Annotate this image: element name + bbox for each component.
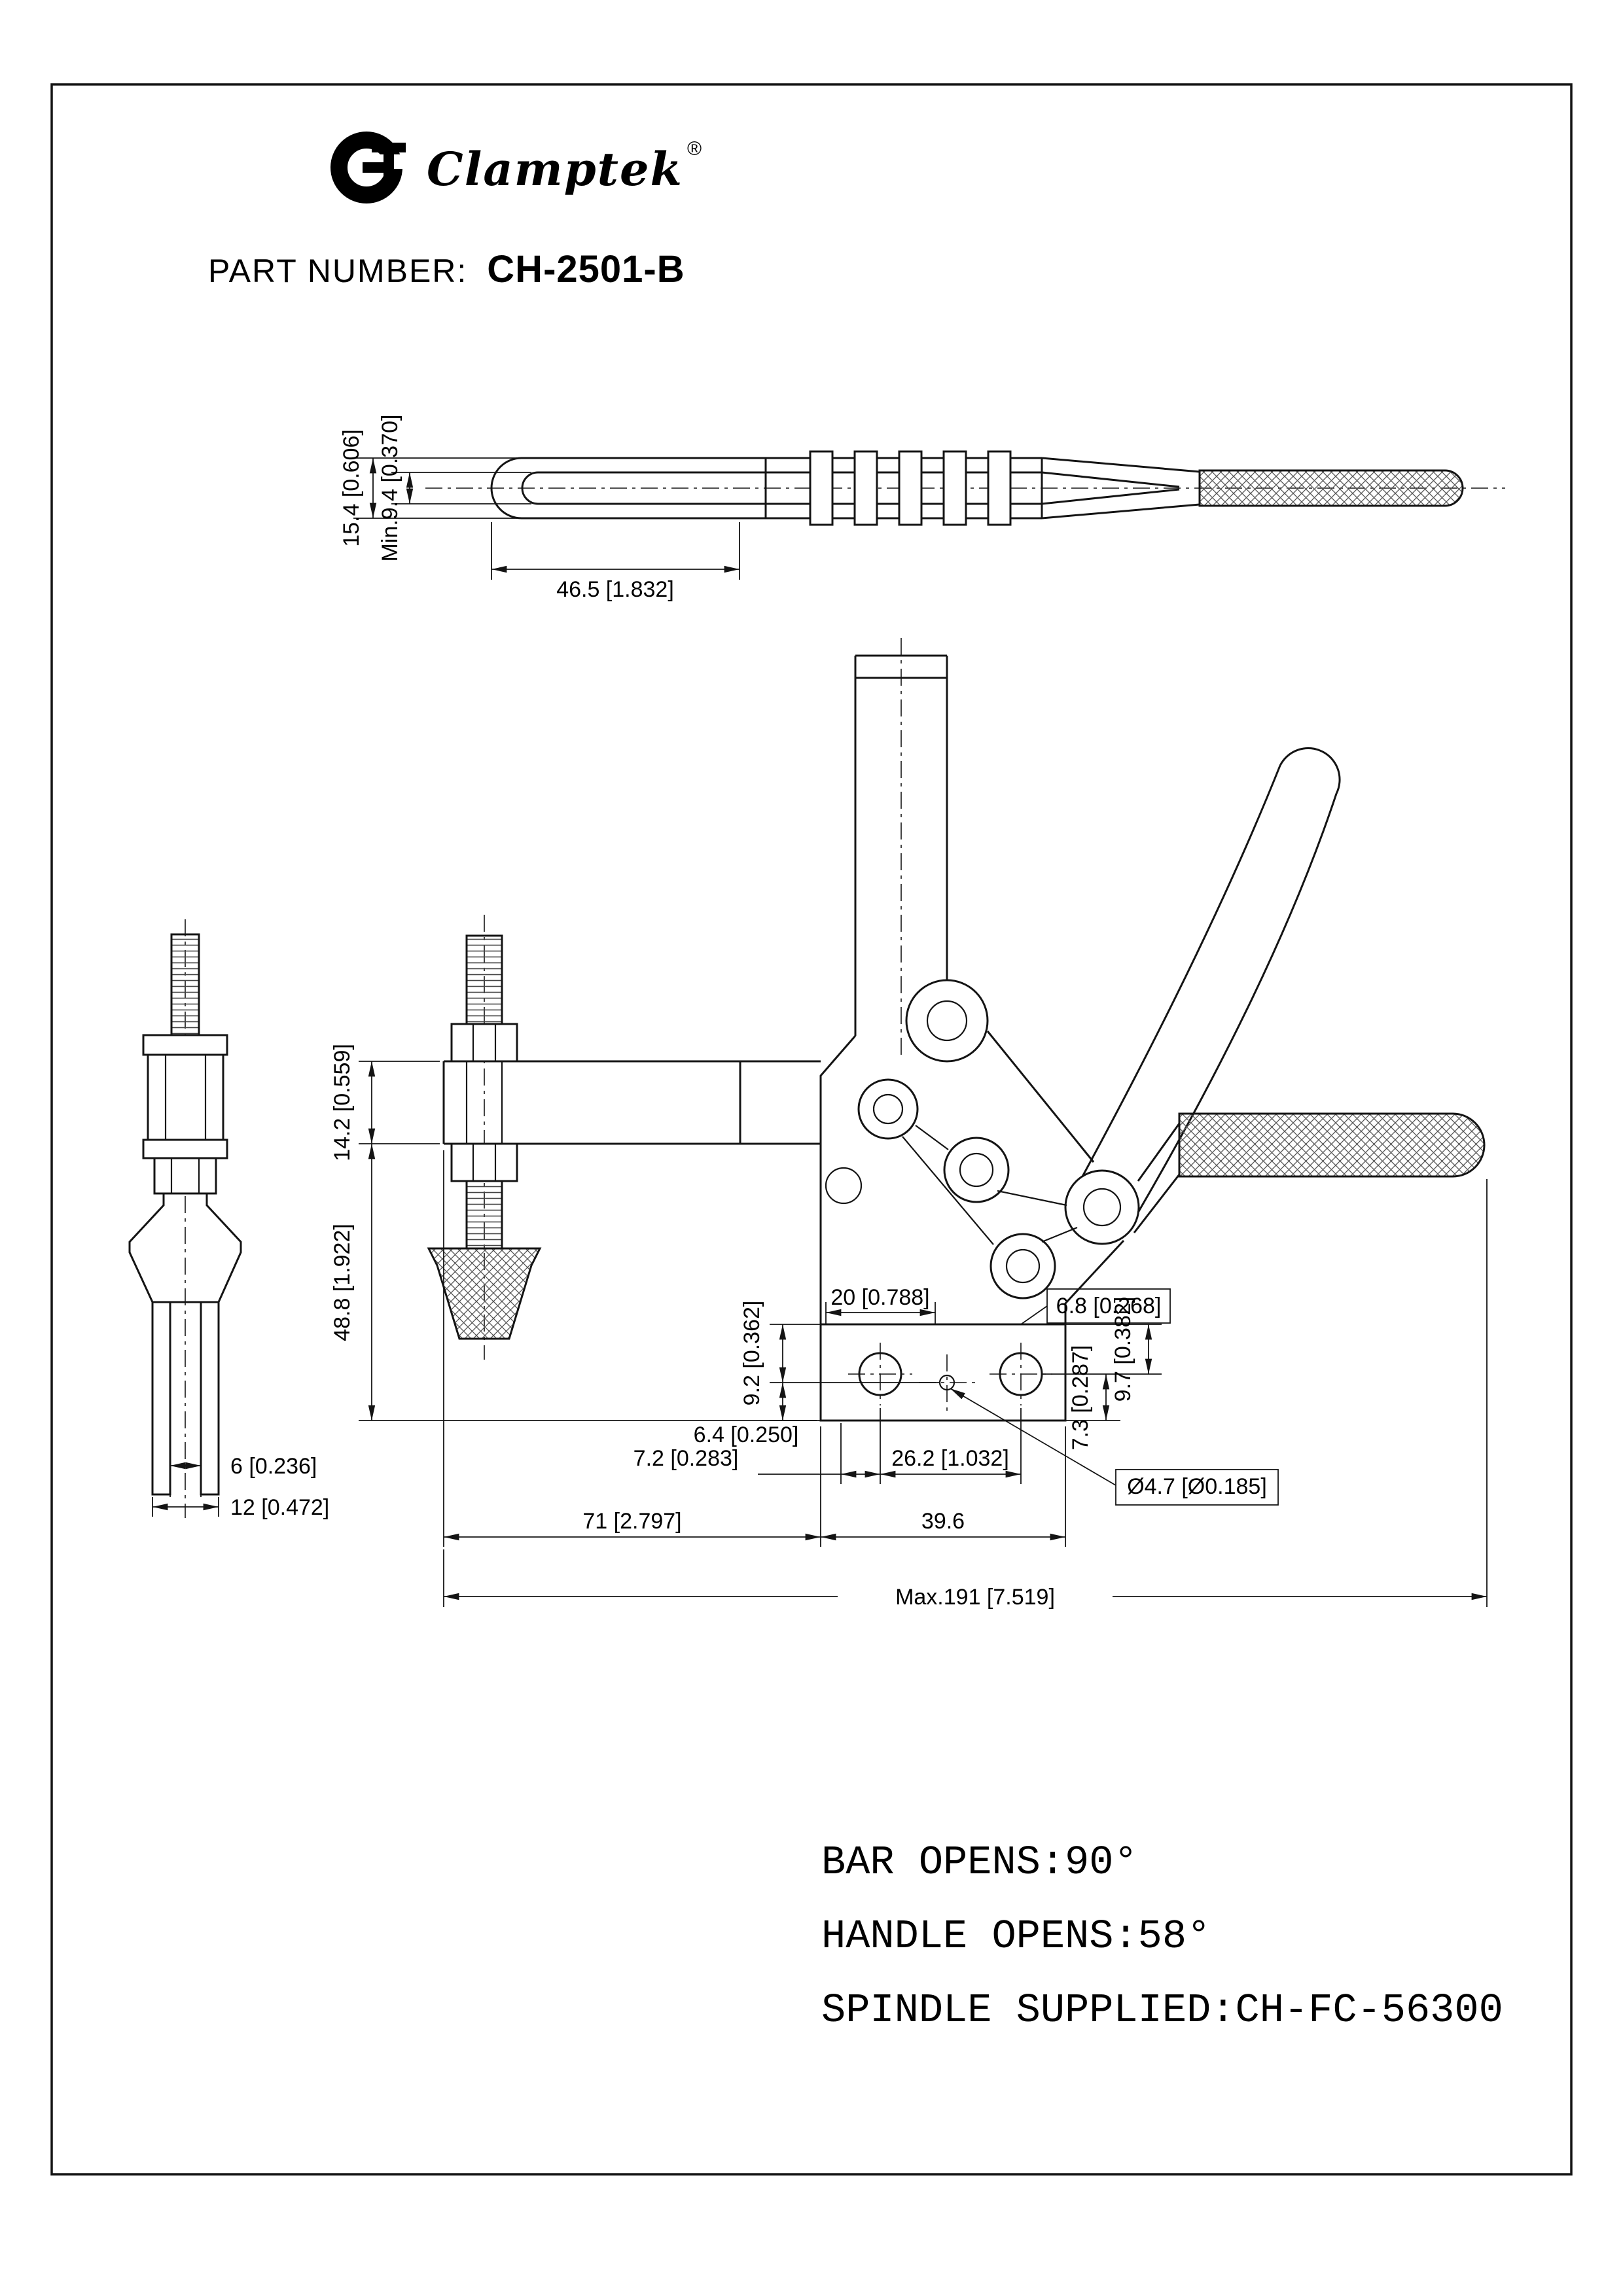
dim-fork-inner: 6 [0.236]	[230, 1454, 317, 1479]
dim-hole-pitch: 26.2 [1.032]	[891, 1446, 1009, 1471]
handle-open	[1081, 747, 1341, 1213]
part-number-row: PART NUMBER: CH-2501-B	[208, 247, 685, 291]
note-bar-opens: BAR OPENS:90°	[821, 1839, 1138, 1886]
dim-right-gap-b: 9.7 [0.382]	[1111, 1297, 1135, 1402]
dim-fork-outer: 12 [0.472]	[230, 1495, 329, 1520]
dim-slot-len: 20 [0.788]	[830, 1285, 929, 1310]
top-view	[425, 450, 1505, 526]
dim-arm-length: 71 [2.797]	[582, 1509, 681, 1534]
dim-slot-length: 46.5 [1.832]	[556, 577, 674, 602]
brand-name: Clamptek	[427, 141, 684, 196]
clamptek-logo: Clamptek ®	[326, 123, 702, 215]
drawing-border	[50, 83, 1573, 2176]
dim-hole-bottom: 6.4 [0.250]	[694, 1422, 799, 1447]
handle-grip-front-view	[1178, 1112, 1486, 1178]
part-number-label: PART NUMBER:	[208, 253, 468, 289]
side-view-spindle	[128, 919, 242, 1518]
mounting-hole-left	[858, 1352, 902, 1396]
dim-right-gap-a: 7.3 [0.287]	[1068, 1345, 1093, 1451]
part-number-value: CH-2501-B	[487, 248, 685, 291]
dim-arm-section: 14.2 [0.559]	[330, 1044, 355, 1161]
dim-hole-top: 9.2 [0.362]	[740, 1301, 764, 1406]
front-view-dimensions: 14.2 [0.559] 48.8 [1.922] 20 [0.788] 6.8…	[330, 1044, 1488, 1610]
dim-base-length: 39.6	[921, 1509, 965, 1534]
u-bar-closed	[442, 1060, 821, 1145]
dim-bar-height: 15.4 [0.606]	[339, 429, 364, 547]
rubber-tip	[427, 1247, 542, 1340]
note-handle-opens: HANDLE OPENS:58°	[821, 1913, 1211, 1960]
dim-edge-gap: 6.8 [0.268]	[1056, 1294, 1162, 1318]
dim-bar-min-height: Min.9.4 [0.370]	[378, 415, 402, 562]
spindle-assembly	[427, 934, 542, 1340]
dim-overall: Max.191 [7.519]	[895, 1585, 1055, 1610]
handle-grip-top-view	[1198, 469, 1464, 507]
clamptek-logo-icon	[330, 132, 412, 203]
side-view-dimensions: 6 [0.236] 12 [0.472]	[152, 1454, 329, 1520]
note-spindle-supplied: SPINDLE SUPPLIED:CH-FC-56300	[821, 1987, 1503, 2034]
top-view-dimensions: 15.4 [0.606] Min.9.4 [0.370] 46.5 [1.832…	[339, 415, 740, 602]
registered-mark: ®	[687, 138, 702, 160]
dim-edge-to-hole: 7.2 [0.283]	[633, 1446, 739, 1471]
dim-spindle-reach: 48.8 [1.922]	[330, 1224, 355, 1341]
u-bar-open	[854, 654, 948, 1036]
front-view	[427, 638, 1486, 1422]
notes-block: BAR OPENS:90° HANDLE OPENS:58° SPINDLE S…	[821, 1826, 1503, 2047]
dim-pilot-hole: Ø4.7 [Ø0.185]	[1127, 1474, 1267, 1499]
clamp-body	[819, 1031, 1125, 1422]
